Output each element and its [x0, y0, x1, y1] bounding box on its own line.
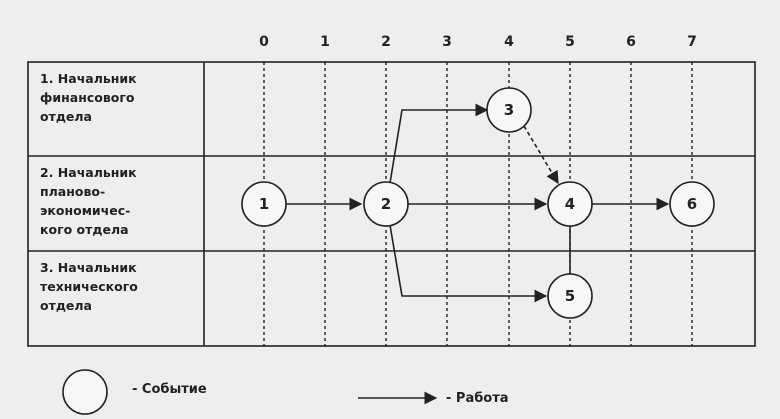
event-label: 2 — [381, 195, 391, 213]
row-labels: 1. Начальник финансового отдела 2. Начал… — [40, 71, 142, 313]
legend-event-symbol — [62, 369, 108, 415]
tick-label-6: 6 — [626, 34, 636, 50]
table-grid — [27, 61, 756, 347]
row-label-finance: 1. Начальник финансового отдела — [40, 71, 141, 124]
table-border — [27, 61, 756, 347]
event-label: 6 — [687, 195, 697, 213]
tick-label-0: 0 — [259, 34, 269, 50]
legend-event-label: - Событие — [132, 382, 207, 397]
events: 1 2 3 4 5 6 — [241, 87, 715, 319]
event-node-3: 3 — [486, 87, 532, 133]
tick-label-5: 5 — [565, 34, 575, 50]
work-3-4 — [523, 125, 559, 185]
event-node-2: 2 — [363, 181, 409, 227]
row-label-planning: 2. Начальник планово- экономичес- кого о… — [40, 165, 141, 237]
tick-label-3: 3 — [442, 34, 452, 50]
time-axis: 0 1 2 3 4 5 6 7 — [259, 34, 697, 50]
event-label: 1 — [259, 195, 269, 213]
event-node-1: 1 — [241, 181, 287, 227]
event-node-6: 6 — [669, 181, 715, 227]
legend: - Событие - Работа — [62, 369, 509, 415]
work-2-5 — [389, 224, 548, 303]
legend-work-label: - Работа — [446, 391, 509, 406]
event-label: 3 — [504, 101, 514, 119]
work-2-3 — [389, 103, 489, 184]
tick-label-2: 2 — [381, 34, 391, 50]
tick-label-7: 7 — [687, 34, 697, 50]
event-node-4: 4 — [547, 181, 593, 227]
row-label-technical: 3. Начальник технического отдела — [40, 260, 142, 313]
event-label: 4 — [565, 195, 575, 213]
tick-label-4: 4 — [504, 34, 514, 50]
event-node-5: 5 — [547, 273, 593, 319]
tick-label-1: 1 — [320, 34, 330, 50]
works — [286, 103, 670, 303]
event-label: 5 — [565, 287, 575, 305]
